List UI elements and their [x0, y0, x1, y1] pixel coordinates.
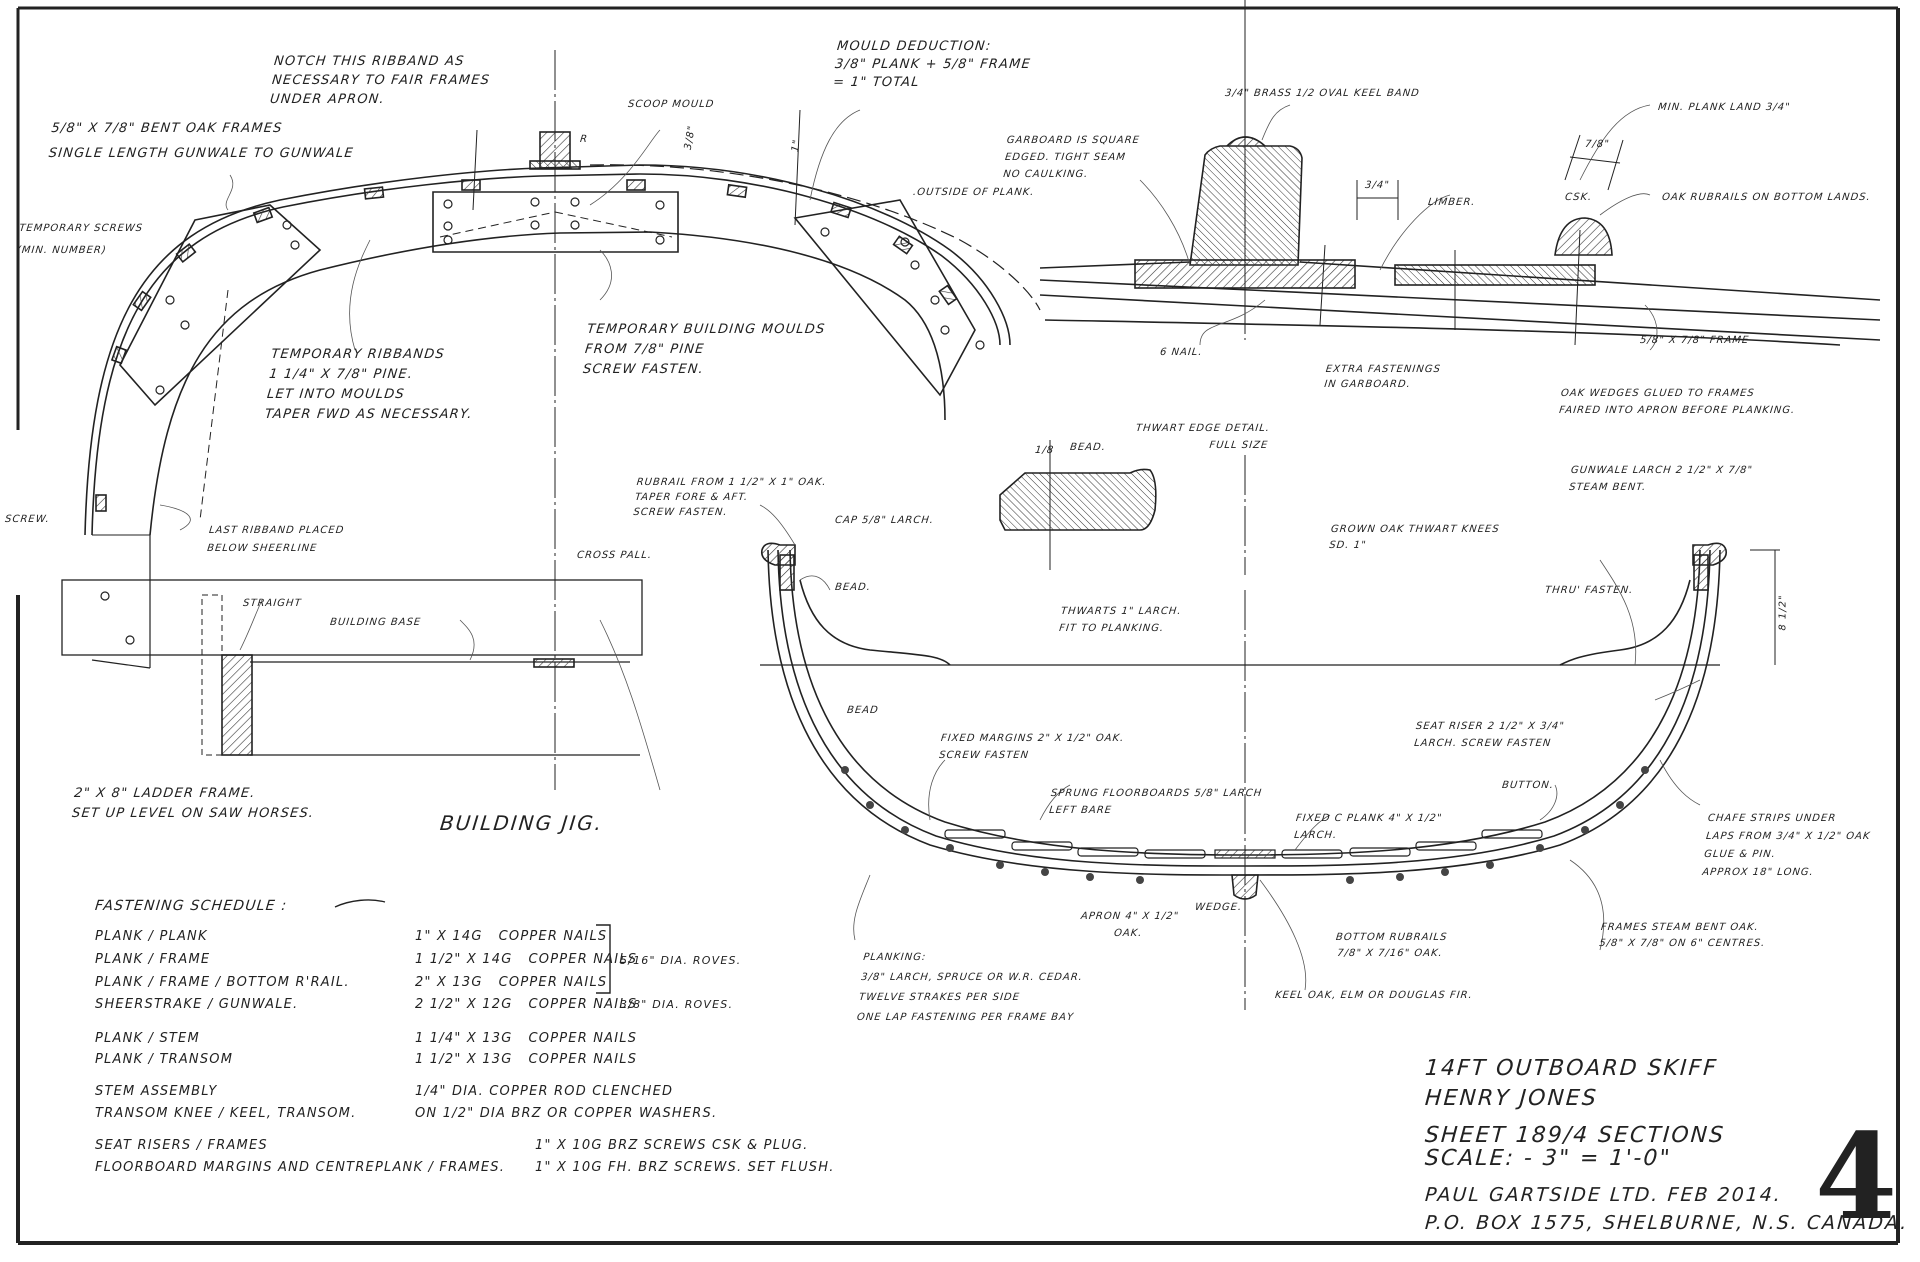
note-frames: Frames steam bent oak. 5/8" x 7/8" on 6"… — [1598, 922, 1766, 949]
note-keel: Keel oak, elm or Douglas fir. — [1274, 990, 1474, 1001]
dim-height: 8 1/2" — [1777, 594, 1789, 631]
scale-label: Scale: - 3" = 1'-0" — [1424, 1146, 1673, 1171]
fastening-spec: 1" x 10g brz screws csk & plug. — [535, 1138, 809, 1153]
fastening-joint: Plank / frame / bottom r'rail. — [95, 975, 350, 990]
boat-name: Henry Jones — [1424, 1086, 1599, 1111]
note-apron: Apron 4" x 1/2" oak. — [1080, 911, 1180, 939]
note-button: Button. — [1501, 780, 1555, 791]
note-cross-pall: Cross pall. — [576, 550, 653, 561]
note-frame-size: 5/8" x 7/8" frame — [1639, 335, 1750, 346]
roves-3-8: 3/8" dia. roves. — [620, 998, 734, 1011]
roves-5-16: 5/16" dia. roves. — [620, 954, 742, 967]
note-screw: Screw. — [4, 514, 51, 525]
keel-section-drawing — [1039, 0, 1881, 351]
note-rubrail: Rubrail from 1 1/2" x 1" oak. taper fore… — [632, 477, 828, 518]
note-extra-fastenings: Extra fastenings in garboard. — [1323, 364, 1442, 390]
note-temporary-screws: Temporary screws (min. number) — [16, 223, 144, 256]
note-limber: Limber. — [1427, 197, 1477, 208]
note-planking: Planking: 3/8" larch, spruce or W.R. ced… — [856, 952, 1084, 1023]
dim-3-4-inch: 3/4" — [1364, 180, 1391, 191]
note-fixed-margins: Fixed margins 2" x 1/2" oak. screw faste… — [938, 733, 1125, 761]
thwart-edge-drawing — [999, 440, 1246, 575]
dim-1-inch: 1" — [789, 138, 804, 153]
note-ladder-frame: 2" x 8" ladder frame. set up level on sa… — [71, 786, 316, 821]
note-keel-band: 3/4" brass 1/2 oval keel band — [1224, 88, 1421, 99]
fastening-bracket — [334, 899, 611, 994]
fastening-spec: 1" x 14g copper nails — [415, 929, 608, 944]
note-gunwale: Gunwale larch 2 1/2" x 7/8" steam bent. — [1568, 465, 1754, 493]
fastening-spec: 1 1/2" x 14g copper nails — [415, 952, 638, 967]
fastening-joint: Plank / transom — [95, 1052, 234, 1067]
fastening-joint: Stem assembly — [95, 1084, 218, 1099]
note-min-plank-land: Min. plank land 3/4" — [1657, 102, 1792, 113]
note-oak-wedges: Oak wedges glued to frames faired into a… — [1558, 388, 1796, 416]
fastening-spec: 1" x 10g fh. brz screws. set flush. — [535, 1160, 835, 1175]
fastening-spec: 1 1/4" x 13g copper nails — [415, 1031, 638, 1046]
thwart-edge-heading: Thwart edge detail. Full size — [1135, 423, 1271, 451]
note-thwart-knees: Grown oak thwart knees sd. 1" — [1328, 524, 1501, 551]
note-garboard: Garboard is square edged. Tight seam no … — [1002, 135, 1141, 180]
fastening-joint: Plank / plank — [95, 929, 208, 944]
note-csk: Csk. — [1564, 192, 1593, 203]
dim-thwart-bead: 1/8 — [1034, 445, 1055, 456]
midship-section-drawing — [759, 504, 1780, 1010]
note-straight: Straight — [242, 598, 303, 609]
note-fixed-plank: Fixed C plank 4" x 1/2" larch. — [1293, 813, 1443, 841]
project-title: 14FT Outboard Skiff — [1424, 1056, 1719, 1081]
note-wedge: Wedge. — [1194, 902, 1243, 913]
note-seat-riser: Seat riser 2 1/2" x 3/4" larch. screw fa… — [1413, 721, 1566, 749]
fastening-joint: Sheerstrake / gunwale. — [95, 997, 299, 1012]
dim-7-8-inch: 7/8" — [1584, 139, 1611, 150]
note-bead-upper: Bead. — [834, 582, 872, 593]
fastening-spec: on 1/2" dia brz or copper washers. — [415, 1106, 718, 1121]
note-thwart-bead: Bead. — [1069, 442, 1107, 453]
note-temporary-ribbands: Temporary ribbands 1 1/4" x 7/8" pine. L… — [264, 347, 474, 422]
fastening-joint: Plank / stem — [95, 1031, 200, 1046]
note-bottom-rubrails: Bottom rubrails 7/8" x 7/16" oak. — [1335, 932, 1448, 959]
note-last-ribband: Last ribband placed below sheerline — [206, 525, 345, 554]
note-thru-fasten: Thru' fasten. — [1544, 585, 1634, 596]
note-temporary-building-moulds: Temporary building moulds from 7/8" pine… — [582, 322, 827, 377]
note-scoop-mould: Scoop mould — [627, 99, 715, 110]
sheet-border — [16, 6, 1900, 1245]
sheet-number: 4 — [1815, 1107, 1898, 1246]
note-nail: 6 Nail. — [1159, 347, 1204, 358]
note-outside-of-plank: .Outside of plank. — [912, 187, 1036, 198]
fastening-spec: 1/4" dia. copper rod clenched — [415, 1084, 674, 1099]
note-bead-lower: Bead — [846, 705, 880, 716]
fastening-spec: 2" x 13g copper nails — [415, 975, 608, 990]
label-radius-r: R — [579, 134, 589, 145]
note-notch-ribband: Notch this ribband as necessary to fair … — [269, 54, 491, 107]
building-jig-heading: Building Jig. — [438, 811, 605, 835]
note-sprung-floorboards: Sprung floorboards 5/8" larch left bare — [1048, 788, 1263, 816]
fastening-joint: Transom knee / keel, transom. — [95, 1106, 357, 1121]
note-chafe-strips: Chafe strips under laps from 3/4" x 1/2"… — [1701, 813, 1871, 878]
note-building-base: Building base — [329, 617, 422, 628]
fastening-spec: 1 1/2" x 13g copper nails — [415, 1052, 638, 1067]
fastening-joint: Plank / frame — [95, 952, 211, 967]
note-bent-oak-frames: 5/8" x 7/8" bent oak frames single lengt… — [47, 121, 355, 161]
fastening-joint: Seat risers / frames — [95, 1138, 268, 1153]
designer-label: Paul Gartside Ltd. Feb 2014. — [1424, 1184, 1783, 1206]
note-oak-rubrails: Oak rubrails on bottom lands. — [1661, 192, 1872, 203]
note-cap: Cap 5/8" larch. — [834, 515, 935, 526]
fastening-spec: 2 1/2" x 12g copper nails — [415, 997, 638, 1012]
fastening-schedule-heading: Fastening schedule : — [94, 898, 289, 914]
fastening-joint: Floorboard margins and centreplank / fra… — [95, 1160, 506, 1175]
building-jig-drawing — [61, 50, 1041, 791]
note-mould-deduction: Mould deduction: 3/8" plank + 5/8" frame… — [832, 39, 1032, 90]
note-thwarts: Thwarts 1" larch. fit to planking. — [1058, 606, 1183, 634]
